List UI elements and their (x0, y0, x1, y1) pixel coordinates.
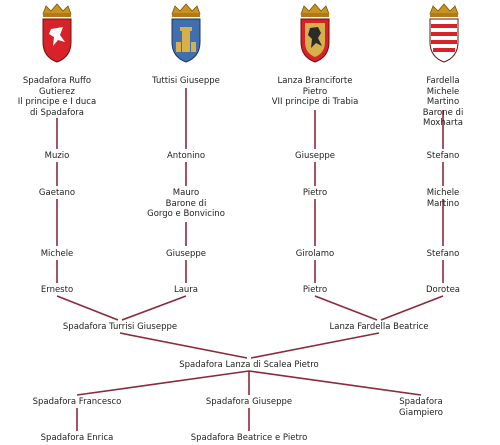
person-mauro: Mauro Barone di Gorgo e Bonvicino (147, 188, 225, 219)
ancestor-label-lanza: Lanza Branciforte Pietro VII principe di… (271, 76, 359, 107)
person-dorotea: Dorotea (425, 285, 461, 295)
connector-line (76, 370, 250, 396)
person-michele-martino: Michele Martino (426, 188, 460, 209)
lanza-crest-icon (300, 3, 330, 63)
person-pietro-lanza-2: Pietro (302, 285, 328, 295)
ancestor-label-spadafora: Spadafora Ruffo Gutierez Il principe e I… (17, 76, 97, 118)
person-giuseppe-lanza: Giuseppe (294, 151, 336, 161)
person-pietro-lanza: Pietro (302, 188, 328, 198)
parent-lanza-fardella-beatrice: Lanza Fardella Beatrice (329, 322, 429, 332)
person-muzio: Muzio (44, 151, 70, 161)
connector-line (121, 295, 187, 321)
connector-line (119, 332, 248, 359)
person-antonino: Antonino (166, 151, 206, 161)
person-stefano: Stefano (426, 151, 460, 161)
child-spadafora-giampiero: Spadafora Giampiero (399, 397, 443, 418)
person-girolamo: Girolamo (295, 249, 335, 259)
connector-line (248, 370, 422, 396)
grandchild-spadafora-enrica: Spadafora Enrica (40, 433, 114, 443)
person-gaetano: Gaetano (38, 188, 76, 198)
ancestor-label-fardella: Fardella Michele Martino Barone di Moxha… (422, 76, 464, 128)
child-spadafora-francesco: Spadafora Francesco (32, 397, 122, 407)
spadafora-crest-icon (42, 3, 72, 63)
ancestor-label-tuttisi: Tuttisi Giuseppe (152, 76, 220, 86)
connector-line (250, 332, 380, 359)
person-stefano-2: Stefano (426, 249, 460, 259)
person-ernesto: Ernesto (40, 285, 74, 295)
connector-line (314, 295, 378, 321)
person-laura: Laura (173, 285, 199, 295)
parent-spadafora-turrisi-giuseppe: Spadafora Turrisi Giuseppe (62, 322, 178, 332)
root-person: Spadafora Lanza di Scalea Pietro (179, 360, 319, 370)
child-spadafora-giuseppe: Spadafora Giuseppe (205, 397, 293, 407)
tuttisi-crest-icon (171, 3, 201, 63)
person-michele: Michele (40, 249, 74, 259)
connector-line (380, 295, 444, 321)
grandchild-spadafora-beatrice-e-pietro: Spadafora Beatrice e Pietro (190, 433, 308, 443)
connector-line (56, 295, 119, 321)
fardella-crest-icon (429, 3, 459, 63)
person-giuseppe-tuttisi: Giuseppe (165, 249, 207, 259)
